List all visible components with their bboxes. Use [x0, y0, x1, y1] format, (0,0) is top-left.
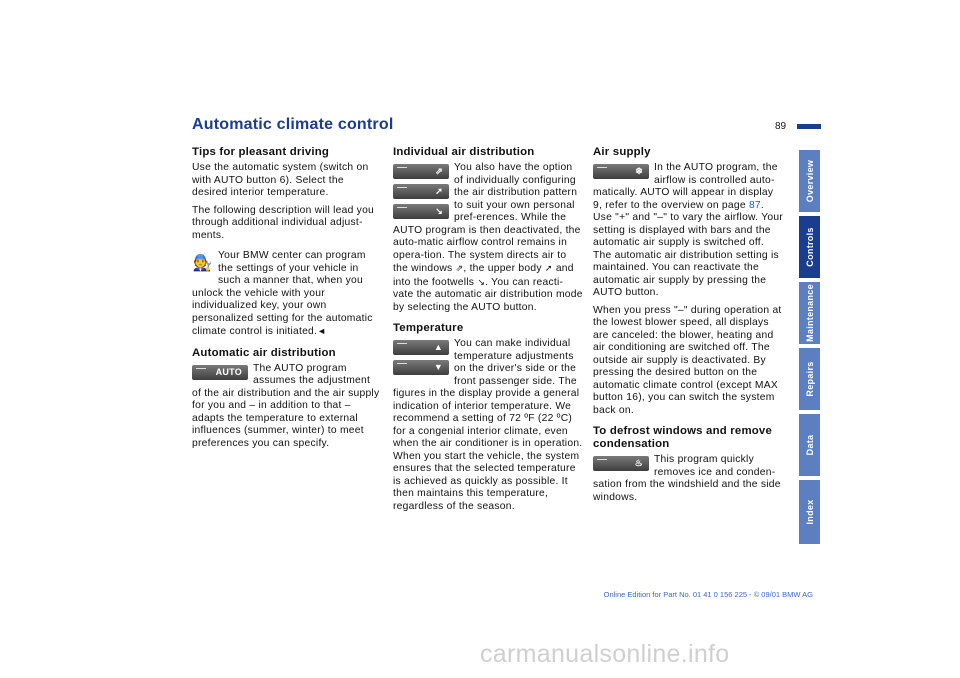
para-auto: AUTO The AUTO program assumes the adjust… [192, 363, 382, 451]
page-87-link[interactable]: 87 [748, 199, 761, 211]
column-right: Air supply ❄ In the AUTO program, the ai… [593, 146, 783, 509]
column-left: Tips for pleasant driving Use the automa… [192, 146, 382, 455]
heading-individual-distribution: Individual air distribution [393, 146, 535, 158]
para-auto-text: The AUTO program assumes the adjustment … [192, 362, 380, 449]
auto-button-icon: AUTO [192, 364, 248, 380]
blower-button-icon: ❄ [593, 164, 649, 179]
para-bmw-center: 🧑‍🔧 Your BMW center can program the sett… [192, 250, 382, 339]
tab-repairs[interactable]: Repairs [799, 348, 820, 410]
service-person-icon: 🧑‍🔧 [192, 255, 214, 272]
para-air-supply-1: ❄ In the AUTO program, the airflow is co… [593, 162, 784, 298]
windows-distribution-button-icon: ⇗ [393, 164, 449, 179]
upper-body-airflow-icon: ➚ [544, 263, 553, 273]
temperature-down-button-icon: ▼ [393, 360, 449, 375]
footer-edition: Online Edition for Part No. 01 41 0 156 … [603, 590, 813, 599]
page-title: Automatic climate control [192, 116, 394, 133]
windows-airflow-icon: ⇗ [455, 263, 464, 273]
para-air-supply-2: When you press "–" during operation at t… [593, 304, 782, 416]
heading-defrost: To defrost windows and remove condensati… [593, 425, 773, 450]
para-tips-2: The following description will lead you … [192, 204, 375, 241]
page-number-bar [797, 124, 821, 129]
tab-maintenance[interactable]: Maintenance [799, 282, 820, 344]
heading-temperature: Temperature [393, 322, 464, 334]
column-middle: Individual air distribution ⇗ ➚ ↘ You al… [393, 146, 583, 518]
para-bmw-center-text: Your BMW center can program the settings… [192, 250, 373, 337]
para-temperature: ▲ ▼ You can make individual temperature … [393, 338, 583, 512]
heading-auto-distribution: Automatic air distribution [192, 346, 336, 359]
upper-body-distribution-button-icon: ➚ [393, 184, 449, 199]
tab-index[interactable]: Index [799, 480, 820, 544]
end-mark-icon: ◄ [317, 326, 327, 336]
tab-data[interactable]: Data [799, 414, 820, 476]
footwell-airflow-icon: ↘ [477, 276, 486, 287]
temperature-up-button-icon: ▲ [393, 340, 449, 355]
tab-controls[interactable]: Controls [799, 216, 820, 278]
heading-air-supply: Air supply [593, 146, 651, 158]
heading-tips: Tips for pleasant driving [192, 146, 330, 158]
para-defrost: ♨ This program quickly removes ice and c… [593, 454, 781, 503]
defrost-button-icon: ♨ [593, 456, 649, 471]
footwell-distribution-button-icon: ↘ [393, 204, 449, 219]
para-tips-1: Use the automatic system (switch on with… [192, 162, 369, 198]
watermark: carmanualsonline.info [480, 640, 730, 668]
para-individual: ⇗ ➚ ↘ You also have the option of indivi… [393, 162, 583, 313]
tab-overview[interactable]: Overview [799, 150, 820, 212]
page-number: 89 [775, 121, 787, 132]
